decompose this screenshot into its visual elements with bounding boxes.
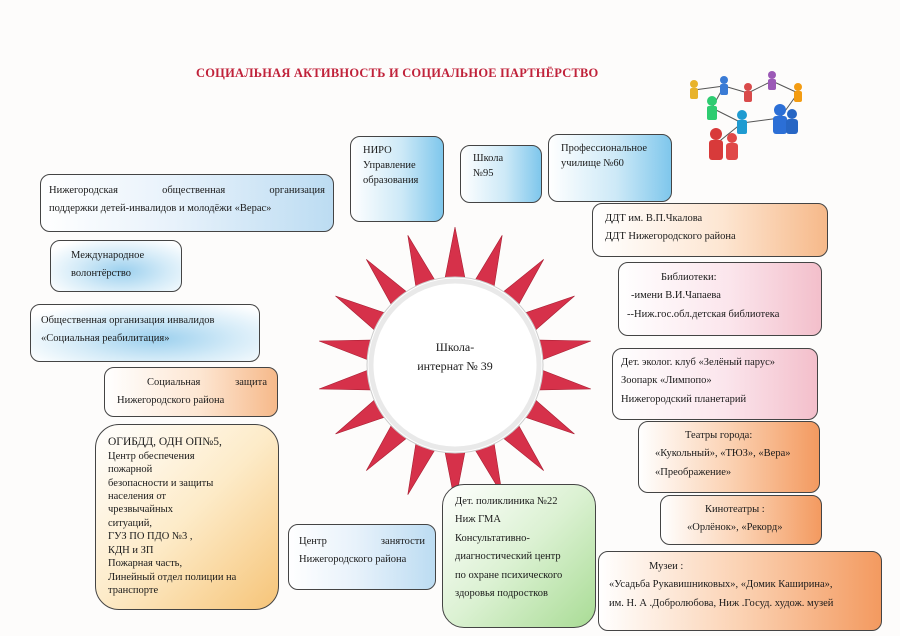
sun-diagram (318, 226, 592, 504)
box-social-protection: Социальная защита Нижегородского района (104, 367, 278, 417)
box-employment-center: Центр занятости Нижегородского района (288, 524, 436, 590)
box-theatres: Театры города: «Кукольный», «ТЮЗ», «Вера… (638, 421, 820, 493)
box-cinemas: Кинотеатры : «Орлёнок», «Рекорд» (660, 495, 822, 545)
box-libraries: Библиотеки: -имени В.И.Чапаева --Ниж.гос… (618, 262, 822, 336)
box-ddt: ДДТ им. В.П.Чкалова ДДТ Нижегородского р… (592, 203, 828, 257)
box-clinic: Дет. поликлиника №22 Ниж ГМА Консультати… (442, 484, 596, 628)
networking-people-icon (690, 71, 802, 160)
box-eco-club: Дет. эколог. клуб «Зелёный парус» Зоопар… (612, 348, 818, 420)
box-veras: Нижегородская общественная организация п… (40, 174, 334, 232)
box-volunteering: Международное волонтёрство (50, 240, 182, 292)
box-disabled-org: Общественная организация инвалидов «Соци… (30, 304, 260, 362)
sun-rays (318, 226, 592, 504)
box-school-95: Школа №95 (460, 145, 542, 203)
box-college-60: Профессиональное училище №60 (548, 134, 672, 202)
box-niro: НИРО Управление образования (350, 136, 444, 222)
sun-core (368, 278, 542, 452)
page-title: СОЦИАЛЬНАЯ АКТИВНОСТЬ И СОЦИАЛЬНОЕ ПАРТН… (196, 66, 599, 80)
box-museums: Музеи : «Усадьба Рукавишниковых», «Домик… (598, 551, 882, 631)
box-gibdd: ОГИБДД, ОДН ОП№5, Центр обеспечения пожа… (95, 424, 279, 610)
sun-ray (443, 226, 467, 285)
center-school-label: Школа- интернат № 39 (417, 340, 493, 374)
